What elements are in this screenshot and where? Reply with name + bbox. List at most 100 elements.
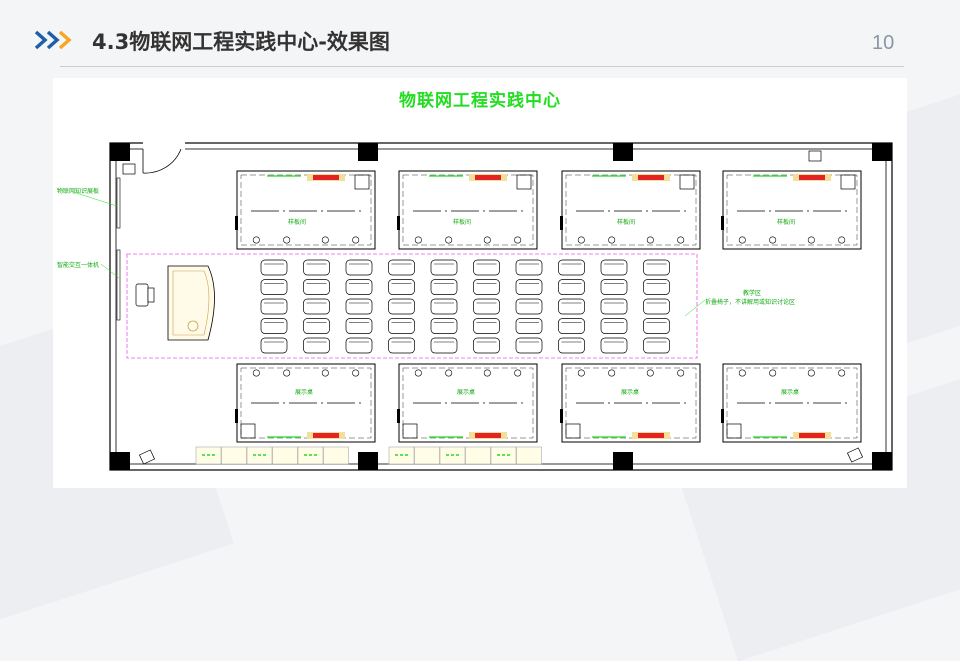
- bench-label-bottom-3: 展示桌: [621, 389, 640, 396]
- top-bench-3-inner: [565, 174, 697, 246]
- bottom-bench-3-red-screen: [638, 433, 664, 438]
- student-chair: [303, 318, 330, 334]
- student-chair: [260, 259, 288, 276]
- student-chair: [600, 337, 628, 354]
- bench-label-top-2: 样板间: [453, 219, 472, 226]
- student-chair: [430, 259, 458, 276]
- student-chair: [600, 259, 628, 276]
- bench-label-top-3: 样板间: [617, 219, 636, 226]
- top-bench-1: [236, 170, 376, 250]
- bottom-bench-2: [398, 363, 538, 443]
- bottom-bench-4-side-mark: [721, 409, 724, 423]
- student-chair: [600, 279, 628, 295]
- student-chair: [558, 298, 585, 315]
- bottom-bench-1: [236, 363, 376, 443]
- bench-label-bottom-1: 展示桌: [295, 389, 314, 396]
- bottom-bench-1-stool: [352, 369, 360, 377]
- wall-cabinet: [221, 446, 247, 465]
- camera-icon: [122, 163, 136, 175]
- bottom-bench-1-side-mark: [235, 409, 238, 423]
- bottom-bench-3-cabinet: [565, 423, 581, 439]
- bottom-bench-3: [561, 363, 701, 443]
- top-bench-4-stool: [838, 236, 846, 244]
- door-swing: [142, 148, 182, 174]
- camera-icon: [138, 449, 156, 465]
- student-chair: [388, 298, 415, 315]
- top-bench-1-inner: [240, 174, 372, 246]
- top-bench-2-side-mark: [397, 216, 400, 230]
- top-bench-4-stool: [807, 236, 815, 244]
- top-bench-3-stool: [577, 236, 585, 244]
- outer-wall: [109, 142, 893, 471]
- bottom-bench-4-stool: [738, 369, 746, 377]
- bottom-bench-4: [722, 363, 862, 443]
- bottom-bench-3-stool: [677, 369, 685, 377]
- student-chair: [260, 279, 288, 295]
- student-chair: [643, 298, 670, 315]
- top-bench-1-stool: [321, 236, 329, 244]
- top-bench-1-stool: [252, 236, 260, 244]
- bottom-bench-4-stool: [769, 369, 777, 377]
- bottom-bench-2-stool: [414, 369, 422, 377]
- student-chair: [345, 298, 373, 315]
- top-bench-4-cabinet: [840, 174, 856, 190]
- pillar: [613, 452, 633, 470]
- bottom-bench-3-stool: [646, 369, 654, 377]
- student-chair: [303, 259, 330, 276]
- student-chair: [515, 337, 543, 354]
- teaching-zone-note: 折叠椅子，不讲解用或知识讨论区: [705, 299, 796, 306]
- bottom-bench-1-inner: [240, 367, 372, 439]
- top-bench-4-stool: [738, 236, 746, 244]
- top-bench-2: [398, 170, 538, 250]
- page-number: 10: [872, 32, 895, 54]
- bottom-bench-4-inner: [726, 367, 858, 439]
- bottom-bench-2-red-screen: [475, 433, 501, 438]
- lecture-desk-inner: [172, 270, 210, 336]
- student-chair: [473, 318, 500, 334]
- student-chair: [260, 318, 288, 334]
- student-chair: [303, 337, 330, 354]
- interactive-screen: [116, 249, 121, 321]
- bottom-bench-3-inner: [565, 367, 697, 439]
- bottom-bench-4-stool: [807, 369, 815, 377]
- student-chair: [473, 279, 500, 295]
- top-bench-4-stool: [769, 236, 777, 244]
- knowledge-board: [116, 177, 121, 229]
- bottom-bench-4-stool: [838, 369, 846, 377]
- top-bench-3: [561, 170, 701, 250]
- student-chair: [558, 259, 585, 276]
- student-chair: [345, 318, 373, 334]
- top-bench-2-cabinet: [516, 174, 532, 190]
- top-bench-3-cabinet: [679, 174, 695, 190]
- leader-line: [684, 299, 706, 317]
- top-bench-1-side-mark: [235, 216, 238, 230]
- top-bench-1-cabinet: [354, 174, 370, 190]
- student-chair: [430, 279, 458, 295]
- top-bench-3-stool: [646, 236, 654, 244]
- camera-icon: [846, 447, 864, 463]
- student-chair: [515, 298, 543, 315]
- student-chair: [430, 318, 458, 334]
- top-bench-2-red-screen: [475, 175, 501, 180]
- top-bench-2-inner: [402, 174, 534, 246]
- student-chair: [643, 318, 670, 334]
- camera-icon: [808, 150, 822, 162]
- top-bench-3-side-mark: [560, 216, 563, 230]
- wall-cabinet: [516, 446, 542, 465]
- top-bench-2-stool: [445, 236, 453, 244]
- pillar: [358, 452, 378, 470]
- slide-header: 4.3物联网工程实践中心-效果图 10: [0, 0, 960, 70]
- student-chair: [558, 279, 585, 295]
- bottom-bench-2-stool: [445, 369, 453, 377]
- bottom-bench-3-stool: [608, 369, 616, 377]
- bottom-bench-4-cabinet: [726, 423, 742, 439]
- inner-wall: [115, 148, 887, 465]
- student-chair: [473, 298, 500, 315]
- student-chair: [388, 337, 415, 354]
- top-bench-2-stool: [514, 236, 522, 244]
- bottom-bench-2-cabinet: [402, 423, 418, 439]
- top-bench-4-inner: [726, 174, 858, 246]
- student-chair: [345, 279, 373, 295]
- wall-cabinet: [323, 446, 349, 465]
- floor-plan-drawing: [72, 141, 893, 471]
